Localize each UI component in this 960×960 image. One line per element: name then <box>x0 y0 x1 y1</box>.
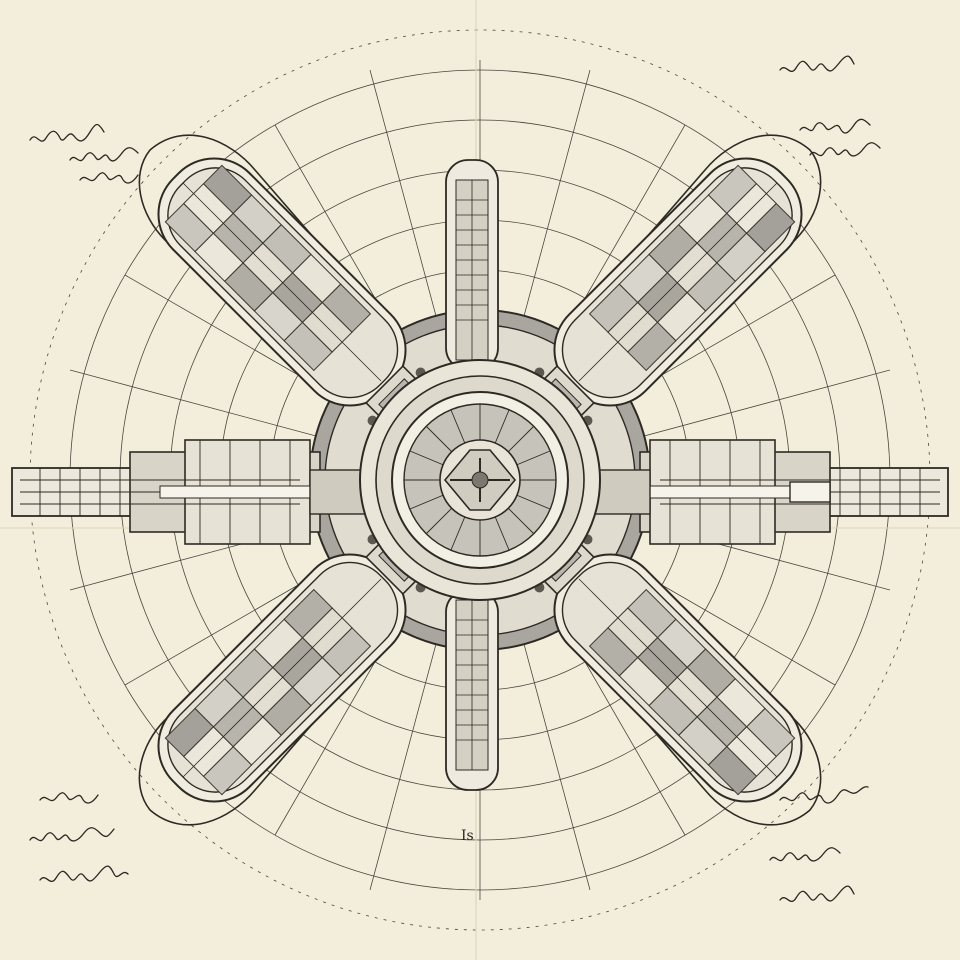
central-hub <box>359 359 601 601</box>
horizontal-truss <box>11 439 949 545</box>
arm-outline-contours <box>138 134 822 826</box>
handwritten-annotations <box>29 55 881 903</box>
bottom-label: Is <box>461 828 474 844</box>
vertical-spine <box>445 159 499 791</box>
